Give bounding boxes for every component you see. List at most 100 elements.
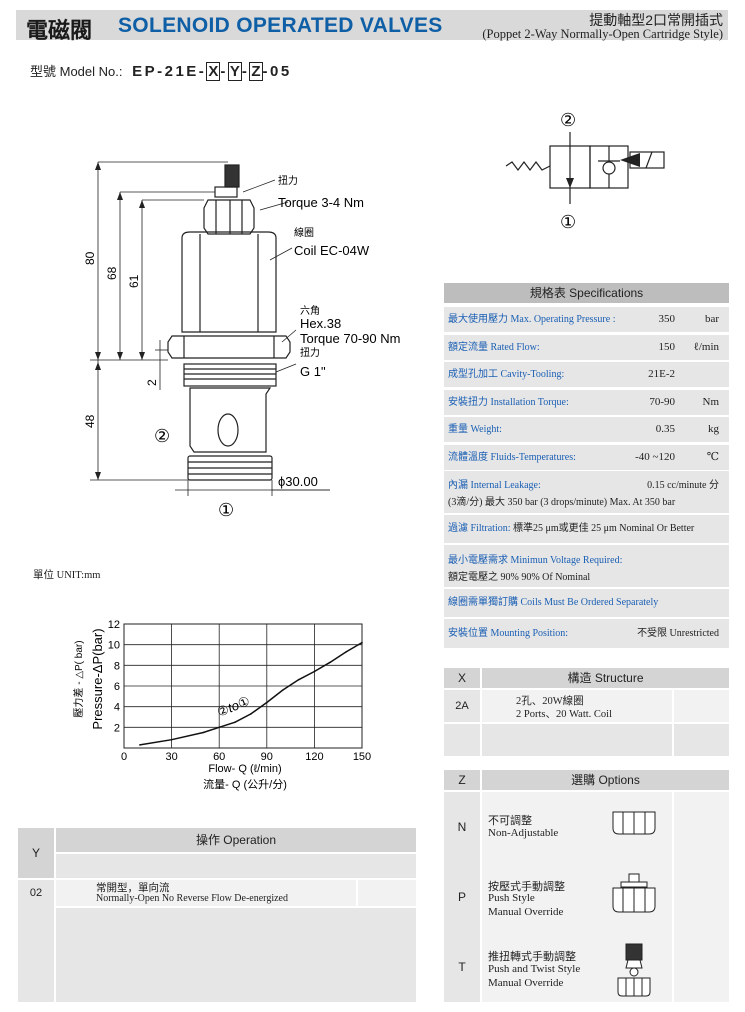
model-dash: - [220,63,228,80]
operation-blank [358,880,416,906]
chart-grid [123,623,363,749]
chart-xlabel: Flow- Q (ℓ/min) [208,763,281,775]
leakage-value: 0.15 cc/minute 分 [647,480,719,491]
filtration-label: 過濾 Filtration: [448,523,511,534]
spec-label: 額定流量 Rated Flow: [448,341,540,353]
chart-ytick-label: 12 [108,619,120,631]
structure-empty-desc [482,724,672,756]
spec-value: 0.35 [655,423,675,435]
chart-point [329,661,332,664]
spec-label: 成型孔加工 Cavity-Tooling: [448,369,565,380]
model-code: EP-21E-X-Y-Z-05 [132,62,292,81]
operation-desc: 常開型，單向流 Normally-Open No Reverse Flow De… [56,880,356,906]
model-suffix: -05 [262,63,292,80]
subtitle-zh: 提動軸型2口常開插式 [589,12,723,28]
chart-xtick-label: 60 [213,751,225,763]
spec-unit: ℓ/min [693,340,719,353]
chart-point [345,651,347,653]
model-y-box: Y [227,62,242,81]
operation-desc-en: Normally-Open No Reverse Flow De-energiz… [96,893,288,904]
operation-empty [56,908,416,1002]
chart-xtick-label: 0 [121,751,127,763]
structure-blank [674,690,729,722]
options-col-z: Z [444,770,480,790]
options-title: 選購 Options [482,770,729,790]
option-t-en1: Push and Twist Style [488,963,581,975]
symbol-port1: ① [560,212,576,232]
spec-mounting: 安裝位置 Mounting Position: 不受限 Unrestricted [444,619,729,648]
title-en: SOLENOID OPERATED VALVES [118,14,443,37]
spec-row: 成型孔加工 Cavity-Tooling:21E-2 [444,362,729,387]
spec-row: 流體溫度 Fluids-Temperatures:-40 ~120℃ [444,444,729,470]
spec-filtration: 過濾 Filtration: 標準25 μm或更佳 25 μm Nominal … [444,515,729,543]
chart-point [202,731,205,734]
leakage-label: 內漏 Internal Leakage: [448,480,541,491]
hex-label-zh: 六角 [300,305,320,317]
option-n-en: Non-Adjustable [488,827,559,839]
coil-nut-icon [224,164,240,188]
spec-value: -40 ~120 [635,450,675,463]
model-number: 型號 Model No.: EP-21E-X-Y-Z-05 [30,61,292,81]
dim-68: 68 [105,266,119,280]
spec-unit: Nm [702,395,720,408]
operation-table: Y 操作 Operation 02 常開型，單向流 Normally-Open … [18,828,416,1002]
option-code-t: T [458,960,466,974]
model-label: 型號 Model No.: [30,64,123,79]
chart-ylabel: Pressure-ΔP(bar) [90,628,105,729]
mounting-value: 不受限 Unrestricted [637,628,719,639]
minvolt-value: 額定電壓之 90% 90% Of Nominal [448,572,591,583]
structure-table: X 構造 Structure 2A 2孔、20W線圈 2 Ports、20 Wa… [444,668,729,756]
hex-label-en: Hex.38 [300,316,341,331]
chart-xtick-label: 90 [261,751,273,763]
thread-label: G 1" [300,364,326,379]
chart-ytick-label: 4 [114,702,120,714]
spec-coils-note: 線圈需單獨訂購 Coils Must Be Ordered Separately [444,589,729,617]
structure-title: 構造 Structure [482,668,729,688]
option-code-n: N [457,820,467,834]
filtration-value: 標準25 μm或更佳 25 μm Nominal Or Better [513,523,695,534]
dim-61: 61 [127,274,141,288]
option-p-en2: Manual Override [488,906,564,918]
coil-label-zh: 線圈 [294,226,314,239]
spec-title: 規格表 Specifications [444,283,729,303]
operation-code: 02 [29,887,43,899]
push-style-icon [612,873,656,913]
torque2-label-zh: 扭力 [300,346,320,359]
spec-label: 重量 Weight: [448,424,502,435]
symbol-port2: ② [560,110,576,130]
option-code-p: P [457,890,466,904]
subtitle-en: (Poppet 2-Way Normally-Open Cartridge St… [482,27,723,41]
chart-point [313,670,316,673]
chart-xtick-label: 150 [353,751,371,763]
coils-note: 線圈需單獨訂購 Coils Must Be Ordered Separately [448,597,659,608]
valve-drawing: 扭力 Torque 3-4 Nm 線圈 Coil EC-04W 六角 Hex.3… [83,161,400,520]
structure-col-x: X [444,668,480,688]
spec-leakage: 內漏 Internal Leakage: 0.15 cc/minute 分 (3… [444,471,729,513]
coil-label-en: Coil EC-04W [294,243,370,258]
operation-title: 操作 Operation [56,828,416,852]
operation-subheader [56,854,416,878]
hydraulic-symbol: ② ① [505,110,665,232]
option-n-zh: 不可調整 [488,815,532,827]
non-adjustable-icon [612,811,656,835]
chart-ytick-label: 8 [114,660,120,672]
chart-point [281,689,284,691]
spec-min-voltage: 最小電壓需求 Minimun Voltage Required: 額定電壓之 9… [444,545,729,587]
chart-xlabel-zh: 流量- Q (公升/分) [203,777,287,791]
options-code-col [444,792,480,1002]
spec-label: 流體溫度 Fluids-Temperatures: [448,451,576,463]
structure-desc: 2孔、20W線圈 2 Ports、20 Watt. Coil [482,690,672,722]
chart-xtick-label: 120 [305,751,323,763]
options-table: Z 選購 Options N 不可調整 Non-Adjustable P 按壓式… [444,770,729,1002]
model-dash: - [241,63,250,80]
chart-point [234,721,236,723]
port2-label: ② [154,426,170,446]
dim-2: 2 [145,379,159,386]
chart-ylabel-zh: 壓力差 - △P( bar) [72,640,85,717]
option-p-zh: 按壓式手動調整 [488,881,565,893]
operation-col-y: Y [18,828,54,878]
options-divider [672,792,674,1002]
structure-desc-zh: 2孔、20W線圈 [516,696,584,707]
